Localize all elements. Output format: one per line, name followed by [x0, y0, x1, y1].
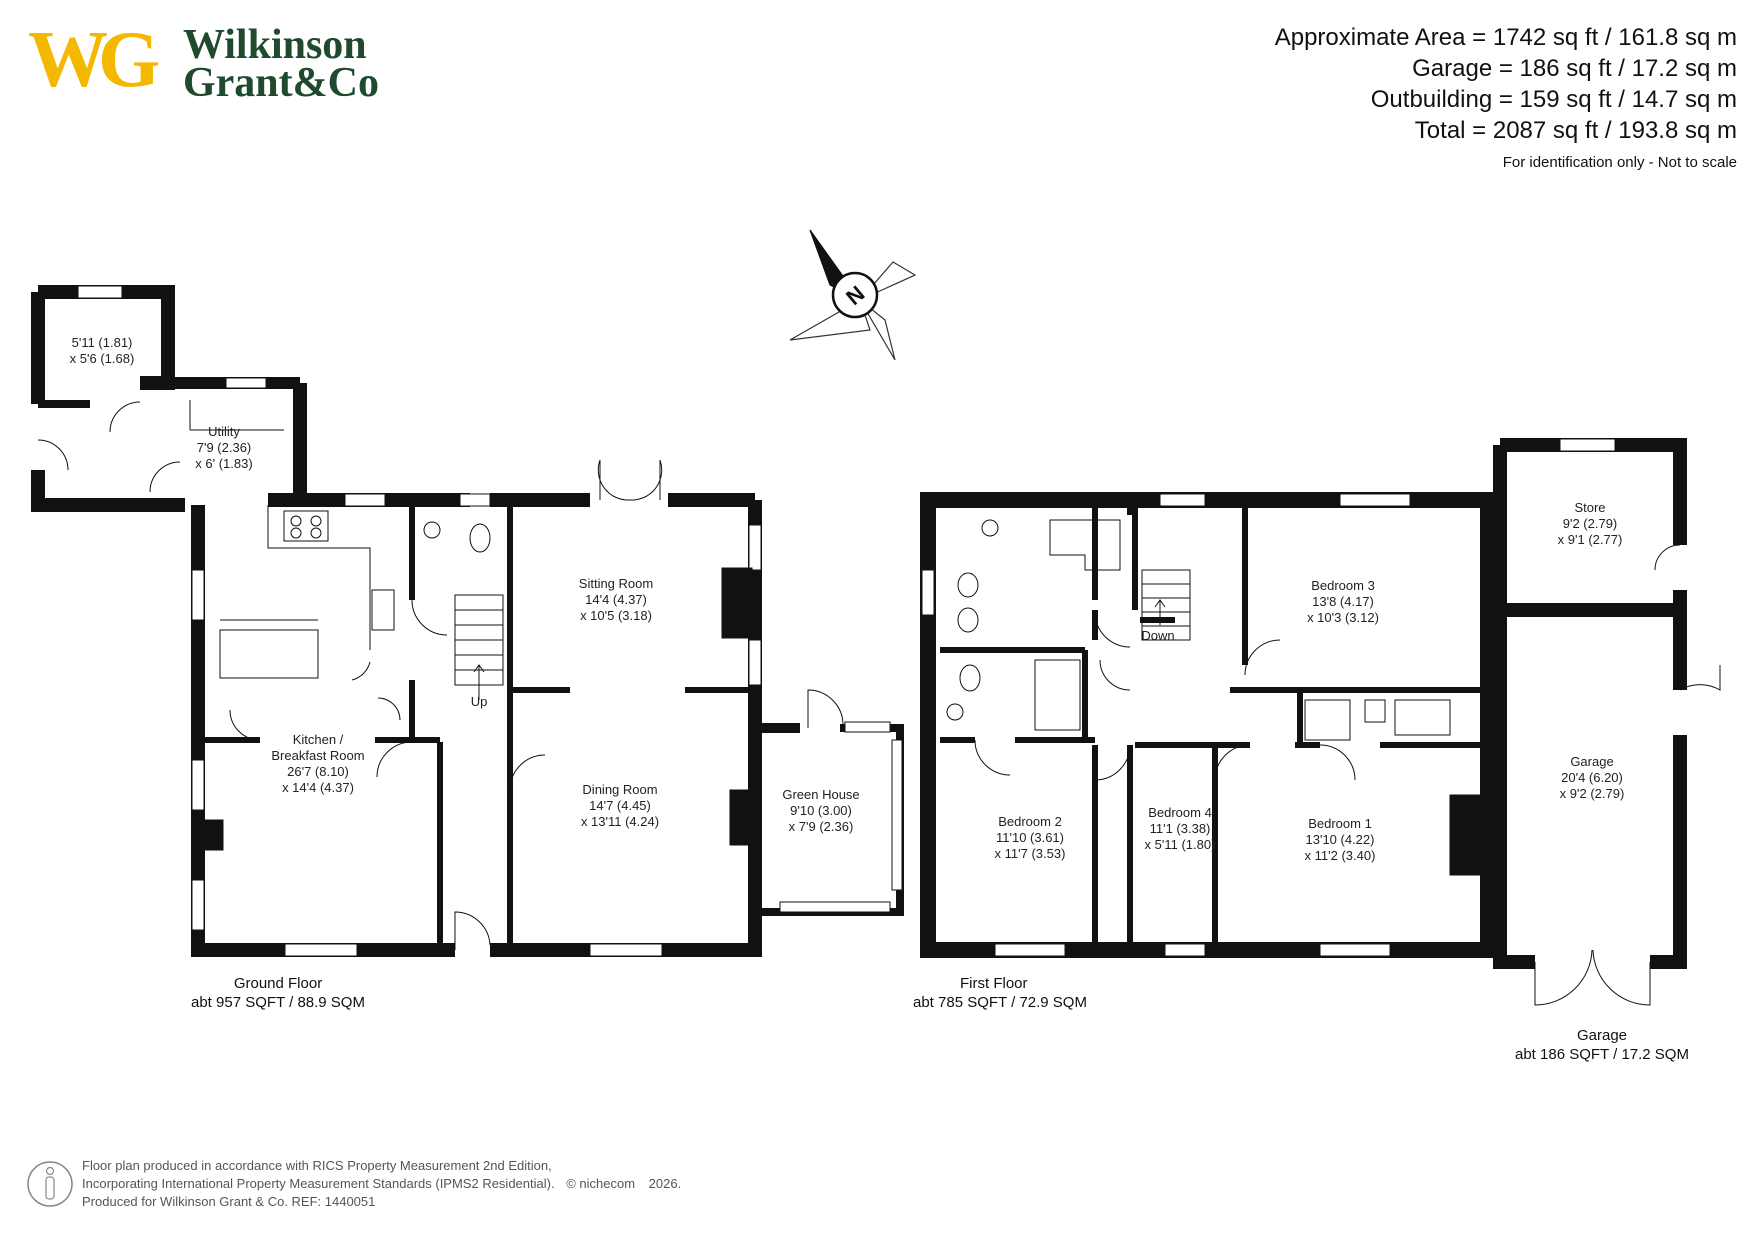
outbuilding-dim-1: 5'11 (1.81)	[72, 335, 133, 350]
greenhouse-name: Green House	[782, 787, 859, 802]
area-garage: Garage = 186 sq ft / 17.2 sq m	[1412, 55, 1737, 82]
footer-line-2: Incorporating International Property Mea…	[82, 1176, 681, 1191]
greenhouse-dim-2: x 7'9 (2.36)	[789, 819, 854, 834]
logo-name-line2: Grant	[183, 60, 293, 106]
utility-name: Utility	[208, 424, 240, 439]
store-dim-2: x 9'1 (2.77)	[1558, 532, 1623, 547]
kitchen-name: Kitchen /	[293, 732, 344, 747]
garage-dim-2: x 9'2 (2.79)	[1560, 786, 1625, 801]
dining-room-dim-1: 14'7 (4.45)	[589, 798, 651, 813]
greenhouse-dim-1: 9'10 (3.00)	[790, 803, 852, 818]
compass-icon: N	[789, 229, 917, 361]
ground-floor-area: abt 957 SQFT / 88.9 SQM	[191, 994, 365, 1011]
bedroom1-dim-2: x 11'2 (3.40)	[1305, 848, 1376, 863]
bedroom4-dim-1: 11'1 (3.38)	[1150, 821, 1211, 836]
logo: WG Wilkinson Grant&Co	[28, 20, 379, 106]
bedroom1-dim-1: 13'10 (4.22)	[1306, 832, 1375, 847]
bedroom4-name: Bedroom 4	[1148, 805, 1212, 820]
area-outbuilding: Outbuilding = 159 sq ft / 14.7 sq m	[1370, 86, 1737, 113]
garage-plan	[1493, 438, 1721, 1006]
first-floor-name: First Floor	[960, 975, 1028, 992]
logo-monogram: WG	[28, 16, 160, 104]
room-labels: 5'11 (1.81) x 5'6 (1.68) Utility 7'9 (2.…	[70, 335, 1625, 863]
area-approximate: Approximate Area = 1742 sq ft / 161.8 sq…	[1274, 24, 1737, 51]
kitchen-dim-1: 26'7 (8.10)	[287, 764, 349, 779]
bedroom4-dim-2: x 5'11 (1.80)	[1145, 837, 1216, 852]
bedroom1-name: Bedroom 1	[1308, 816, 1372, 831]
logo-name-amp: &Co	[292, 60, 379, 106]
garage-floor-area: abt 186 SQFT / 17.2 SQM	[1515, 1046, 1689, 1063]
scale-note: For identification only - Not to scale	[1502, 154, 1737, 171]
store-name: Store	[1574, 500, 1605, 515]
garage-name: Garage	[1570, 754, 1613, 769]
bedroom3-dim-1: 13'8 (4.17)	[1312, 594, 1374, 609]
logo-name-line1: Wilkinson	[183, 22, 367, 68]
footer-line-3: Produced for Wilkinson Grant & Co. REF: …	[82, 1194, 376, 1209]
footer-copyright: © nichecom	[566, 1176, 636, 1191]
bedroom2-dim-1: 11'10 (3.61)	[996, 830, 1064, 845]
first-floor-plan	[920, 492, 1496, 958]
outbuilding-dim-2: x 5'6 (1.68)	[70, 351, 135, 366]
garage-dim-1: 20'4 (6.20)	[1561, 770, 1623, 785]
footer-line-1: Floor plan produced in accordance with R…	[82, 1158, 552, 1173]
bedroom3-dim-2: x 10'3 (3.12)	[1307, 610, 1379, 625]
utility-dim-1: 7'9 (2.36)	[197, 440, 252, 455]
ground-floor-name: Ground Floor	[234, 975, 322, 992]
store-dim-1: 9'2 (2.79)	[1563, 516, 1618, 531]
bedroom2-name: Bedroom 2	[998, 814, 1062, 829]
sitting-room-dim-2: x 10'5 (3.18)	[580, 608, 652, 623]
stairs-down-label: Down	[1141, 628, 1174, 643]
footer-year: 2026.	[648, 1176, 682, 1191]
stairs-up-label: Up	[471, 694, 488, 709]
area-total: Total = 2087 sq ft / 193.8 sq m	[1414, 117, 1737, 144]
dining-room-name: Dining Room	[582, 782, 657, 797]
bedroom2-dim-2: x 11'7 (3.53)	[995, 846, 1066, 861]
person-icon	[27, 1161, 73, 1207]
bedroom3-name: Bedroom 3	[1311, 578, 1375, 593]
dining-room-dim-2: x 13'11 (4.24)	[581, 814, 659, 829]
kitchen-name-2: Breakfast Room	[271, 748, 364, 763]
ground-floor-plan	[31, 285, 904, 957]
utility-dim-2: x 6' (1.83)	[195, 456, 252, 471]
garage-floor-name: Garage	[1577, 1027, 1627, 1044]
first-floor-area: abt 785 SQFT / 72.9 SQM	[913, 994, 1087, 1011]
sitting-room-name: Sitting Room	[579, 576, 653, 591]
floor-captions: Ground Floor abt 957 SQFT / 88.9 SQM Fir…	[191, 975, 1689, 1063]
sitting-room-dim-1: 14'4 (4.37)	[585, 592, 647, 607]
footer-line-2-text: Incorporating International Property Mea…	[82, 1176, 555, 1191]
kitchen-dim-2: x 14'4 (4.37)	[282, 780, 354, 795]
